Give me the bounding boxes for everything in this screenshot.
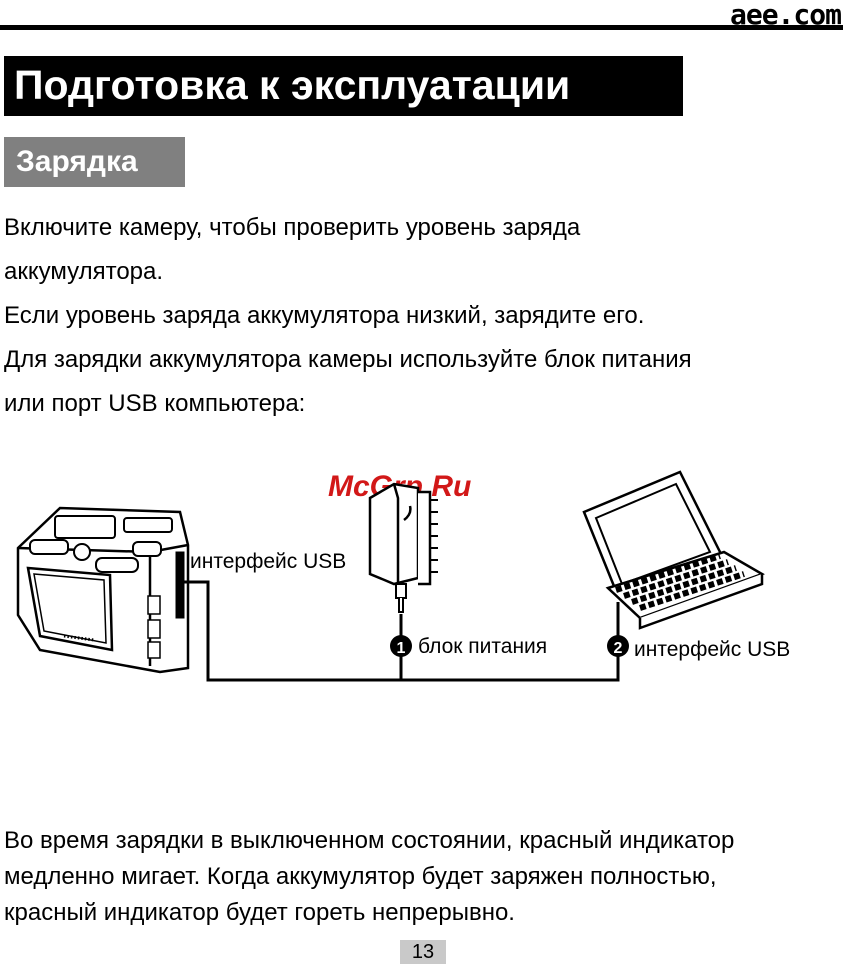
- page-number: 13: [400, 940, 446, 964]
- page-title: Подготовка к эксплуатации: [4, 56, 683, 116]
- charging-note-paragraph: Во время зарядки в выключенном состоянии…: [4, 823, 734, 931]
- pc-usb-label: интерфейс USB: [634, 638, 790, 661]
- note-line: Во время зарядки в выключенном состоянии…: [4, 827, 735, 854]
- intro-line: аккумулятора.: [4, 258, 164, 285]
- section-title: Зарядка: [4, 137, 185, 187]
- intro-line: Для зарядки аккумулятора камеры использу…: [4, 346, 692, 373]
- adapter-illustration: [368, 482, 438, 613]
- badge-2-icon: [607, 635, 629, 657]
- intro-paragraph: Включите камеру, чтобы проверить уровень…: [4, 206, 692, 426]
- intro-line: Включите камеру, чтобы проверить уровень…: [4, 214, 581, 241]
- badge-1-number: 1: [397, 640, 406, 657]
- charging-diagram: McGrp.Ru: [16, 470, 790, 682]
- adapter-label: блок питания: [418, 635, 547, 658]
- note-line: медленно мигает. Когда аккумулятор будет…: [4, 863, 717, 890]
- camera-usb-label: интерфейс USB: [190, 550, 346, 573]
- badge-1-icon: [390, 635, 412, 657]
- header-rule: [0, 25, 843, 30]
- intro-line: Если уровень заряда аккумулятора низкий,…: [4, 302, 645, 329]
- camera-illustration: [16, 506, 190, 674]
- intro-line: или порт USB компьютера:: [4, 390, 306, 417]
- laptop-illustration: [582, 470, 765, 630]
- note-line: красный индикатор будет гореть непрерывн…: [4, 899, 515, 926]
- badge-2-number: 2: [614, 640, 623, 657]
